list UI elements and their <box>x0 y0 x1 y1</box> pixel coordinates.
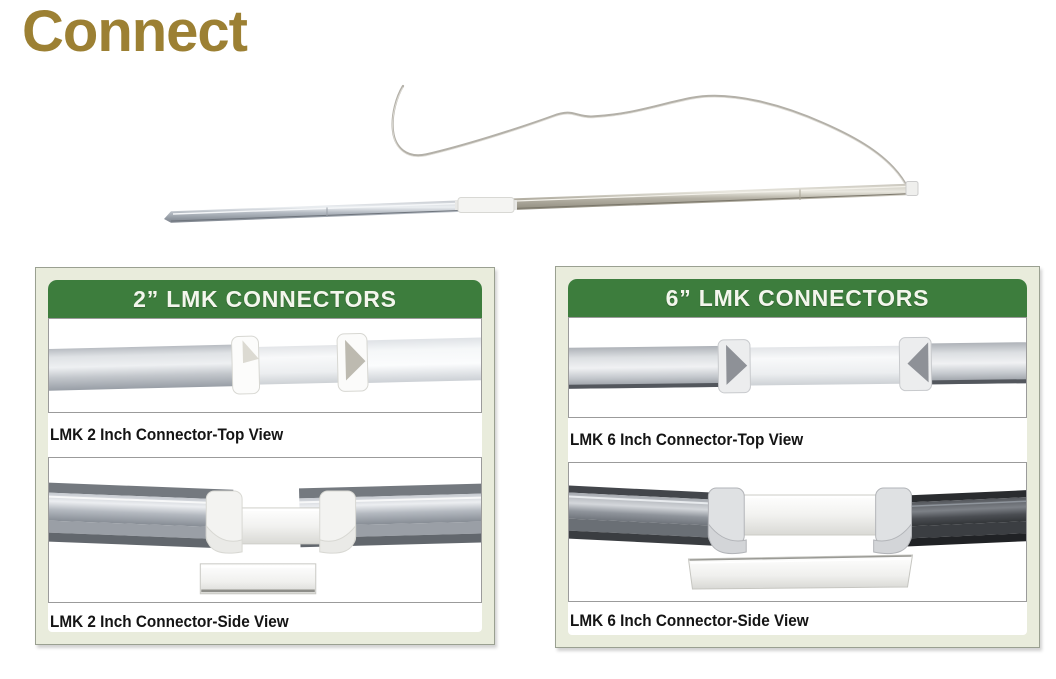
caption-2-inch-side-view: LMK 2 Inch Connector-Side View <box>50 612 289 631</box>
caption-2-inch-top-view: LMK 2 Inch Connector-Top View <box>50 425 284 445</box>
connector-tube <box>738 345 908 386</box>
panel-2-inch-card: 2” LMK CONNECTORS LMK 2 Inch Connector-T… <box>48 280 482 632</box>
left-tube <box>569 345 727 389</box>
left-bar <box>569 485 730 547</box>
lmk-2in-side-view-illustration <box>49 482 481 595</box>
light-bar <box>164 181 919 223</box>
left-tube <box>49 344 243 391</box>
connector-tube <box>250 344 347 385</box>
right-bar <box>904 489 1026 547</box>
lmk-2in-top-view-illustration <box>49 333 481 395</box>
connector-piece <box>199 563 317 595</box>
photo-2-inch-side-view <box>48 457 482 603</box>
photo-6-inch-side-view <box>568 462 1027 602</box>
right-tube <box>359 337 481 383</box>
product-photo-light-bar <box>155 76 950 234</box>
lmk-6in-top-view-illustration <box>569 336 1026 394</box>
lmk-6in-side-view-illustration <box>569 485 1026 590</box>
center-connector-sleeve <box>457 197 515 213</box>
panel-6-inch-connectors: 6” LMK CONNECTORS LMK 6 Inch Connector-T… <box>555 266 1040 648</box>
right-tube <box>919 342 1026 385</box>
power-cable <box>391 84 907 185</box>
panel-2-inch-connectors: 2” LMK CONNECTORS LMK 2 Inch Connector-T… <box>35 267 495 645</box>
center-connector <box>715 494 903 536</box>
photo-2-inch-top-view <box>48 318 482 414</box>
connector-piece <box>687 554 914 590</box>
left-bar <box>49 482 234 549</box>
panel-6-inch-card: 6” LMK CONNECTORS LMK 6 Inch Connector-T… <box>568 279 1027 635</box>
panel-2-inch-header: 2” LMK CONNECTORS <box>48 280 482 318</box>
caption-6-inch-top-view: LMK 6 Inch Connector-Top View <box>570 430 804 449</box>
page-title: Connect <box>22 0 248 64</box>
caption-6-inch-side-view: LMK 6 Inch Connector-Side View <box>570 611 809 630</box>
photo-6-inch-top-view <box>568 317 1027 418</box>
end-cap <box>905 181 919 196</box>
light-bar-illustration <box>164 84 919 223</box>
panel-6-inch-header: 6” LMK CONNECTORS <box>568 279 1027 317</box>
left-clip <box>231 335 261 395</box>
